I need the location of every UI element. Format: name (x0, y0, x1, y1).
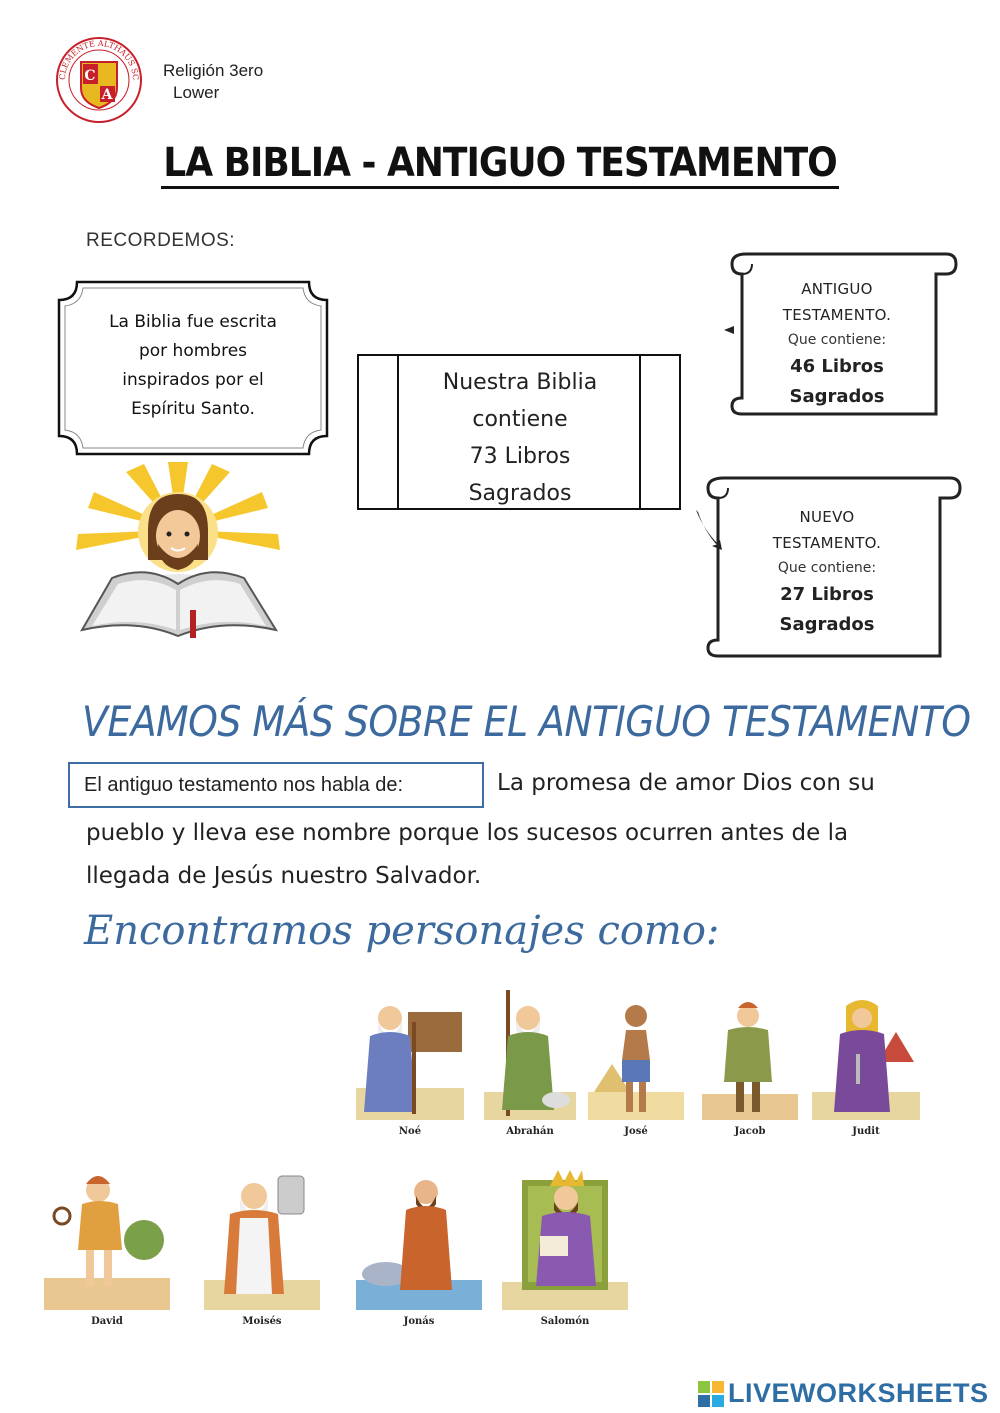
abrahan-illustration (484, 990, 576, 1120)
svg-text:C: C (84, 68, 95, 84)
bible-books-text: Nuestra Biblia contiene 73 Libros Sagrad… (397, 364, 643, 512)
judit-illustration (812, 1000, 920, 1120)
note-line: La Biblia fue escrita (109, 312, 277, 332)
scroll-new-testament (696, 476, 962, 658)
note-line: inspirados por el (122, 370, 264, 390)
character-name: David (91, 1316, 123, 1327)
salomon-illustration (502, 1170, 628, 1310)
scroll-new-title2: TESTAMENTO. (772, 534, 882, 552)
character-moises: Moisés (204, 1162, 320, 1330)
scroll-old-sub: Que contiene: (787, 332, 887, 348)
paragraph-line: pueblo y lleva ese nombre porque los suc… (86, 820, 849, 846)
box-divider-right (639, 356, 641, 508)
scroll-new-label: Sagrados (779, 614, 875, 635)
note-line: por hombres (138, 341, 248, 361)
moises-illustration (204, 1175, 320, 1310)
paragraph-line: llegada de Jesús nuestro Salvador. (86, 863, 482, 889)
scroll-old-title1: ANTIGUO (801, 280, 873, 298)
paragraph-body: pueblo y lleva ese nombre porque los suc… (86, 812, 916, 898)
note-line: Espíritu Santo. (131, 399, 255, 419)
section-title-antiguo: VEAMOS MÁS SOBRE EL ANTIGUO TESTAMENTO (82, 697, 971, 746)
recordemos-label: RECORDEMOS: (86, 230, 236, 251)
svg-text:A: A (101, 87, 114, 103)
box-divider-left (397, 356, 399, 508)
answer-box-label: El antiguo testamento nos habla de: (84, 774, 404, 796)
scroll-old-text: ANTIGUO TESTAMENTO. Que contiene: 46 Lib… (752, 276, 922, 412)
character-jose: José (588, 994, 684, 1142)
david-illustration (44, 1176, 170, 1310)
character-name: Jonás (403, 1316, 435, 1327)
character-name: Moisés (242, 1316, 282, 1327)
course-line1: Religión 3ero (163, 61, 264, 80)
bible-books-box (357, 354, 681, 510)
note-card-text: La Biblia fue escrita por hombres inspir… (70, 308, 316, 424)
character-name: Jacob (734, 1126, 766, 1137)
section-title-personajes: Encontramos personajes como: (84, 908, 720, 954)
liveworksheets-brand-text: LIVEWORKSHEETS (728, 1378, 989, 1408)
character-name: Abrahán (506, 1126, 554, 1137)
character-judit: Judit (812, 992, 920, 1142)
character-name: Judit (852, 1126, 880, 1137)
character-abrahan: Abrahán (484, 986, 576, 1142)
note-card-frame (57, 280, 329, 456)
jonas-illustration (356, 1180, 482, 1310)
liveworksheets-logo-icon (698, 1380, 724, 1407)
scroll-new-text: NUEVO TESTAMENTO. Que contiene: 27 Libro… (732, 504, 922, 640)
bible-line: Nuestra Biblia (442, 370, 598, 395)
bible-line: 73 Libros (469, 444, 571, 469)
character-salomon: Salomón (502, 1160, 628, 1330)
noe-illustration (356, 1006, 464, 1120)
character-name: Noé (398, 1126, 422, 1137)
scroll-old-count: 46 Libros (790, 356, 884, 377)
liveworksheets-brand[interactable]: LIVEWORKSHEETS (698, 1378, 989, 1409)
page-title: LA BIBLIA - ANTIGUO TESTAMENTO (0, 140, 1000, 189)
bible-line: Sagrados (468, 481, 572, 506)
bible-line: contiene (472, 407, 568, 432)
jose-illustration (588, 1005, 684, 1120)
character-name: Salomón (540, 1316, 590, 1327)
jacob-illustration (702, 1002, 798, 1120)
jesus-bible-illustration (76, 462, 280, 638)
character-jonas: Jonás (356, 1162, 482, 1330)
page-title-text: LA BIBLIA - ANTIGUO TESTAMENTO (161, 140, 839, 189)
scroll-new-title1: NUEVO (799, 508, 855, 526)
character-name: José (624, 1126, 648, 1137)
paragraph-first-line: La promesa de amor Dios con su (497, 770, 875, 796)
scroll-new-sub: Que contiene: (777, 560, 877, 576)
answer-box[interactable] (68, 762, 484, 808)
scroll-old-label: Sagrados (789, 386, 885, 407)
character-noe: Noé (356, 992, 464, 1142)
course-label: Religión 3ero Lower (163, 60, 263, 104)
scroll-old-testament (724, 252, 958, 416)
character-jacob: Jacob (702, 996, 798, 1142)
scroll-new-count: 27 Libros (780, 584, 874, 605)
school-logo: C A CLEMENTE ALTHAUS SCHOOL (52, 29, 143, 124)
character-david: David (44, 1160, 170, 1330)
scroll-old-title2: TESTAMENTO. (782, 306, 892, 324)
course-line2: Lower (173, 83, 220, 102)
